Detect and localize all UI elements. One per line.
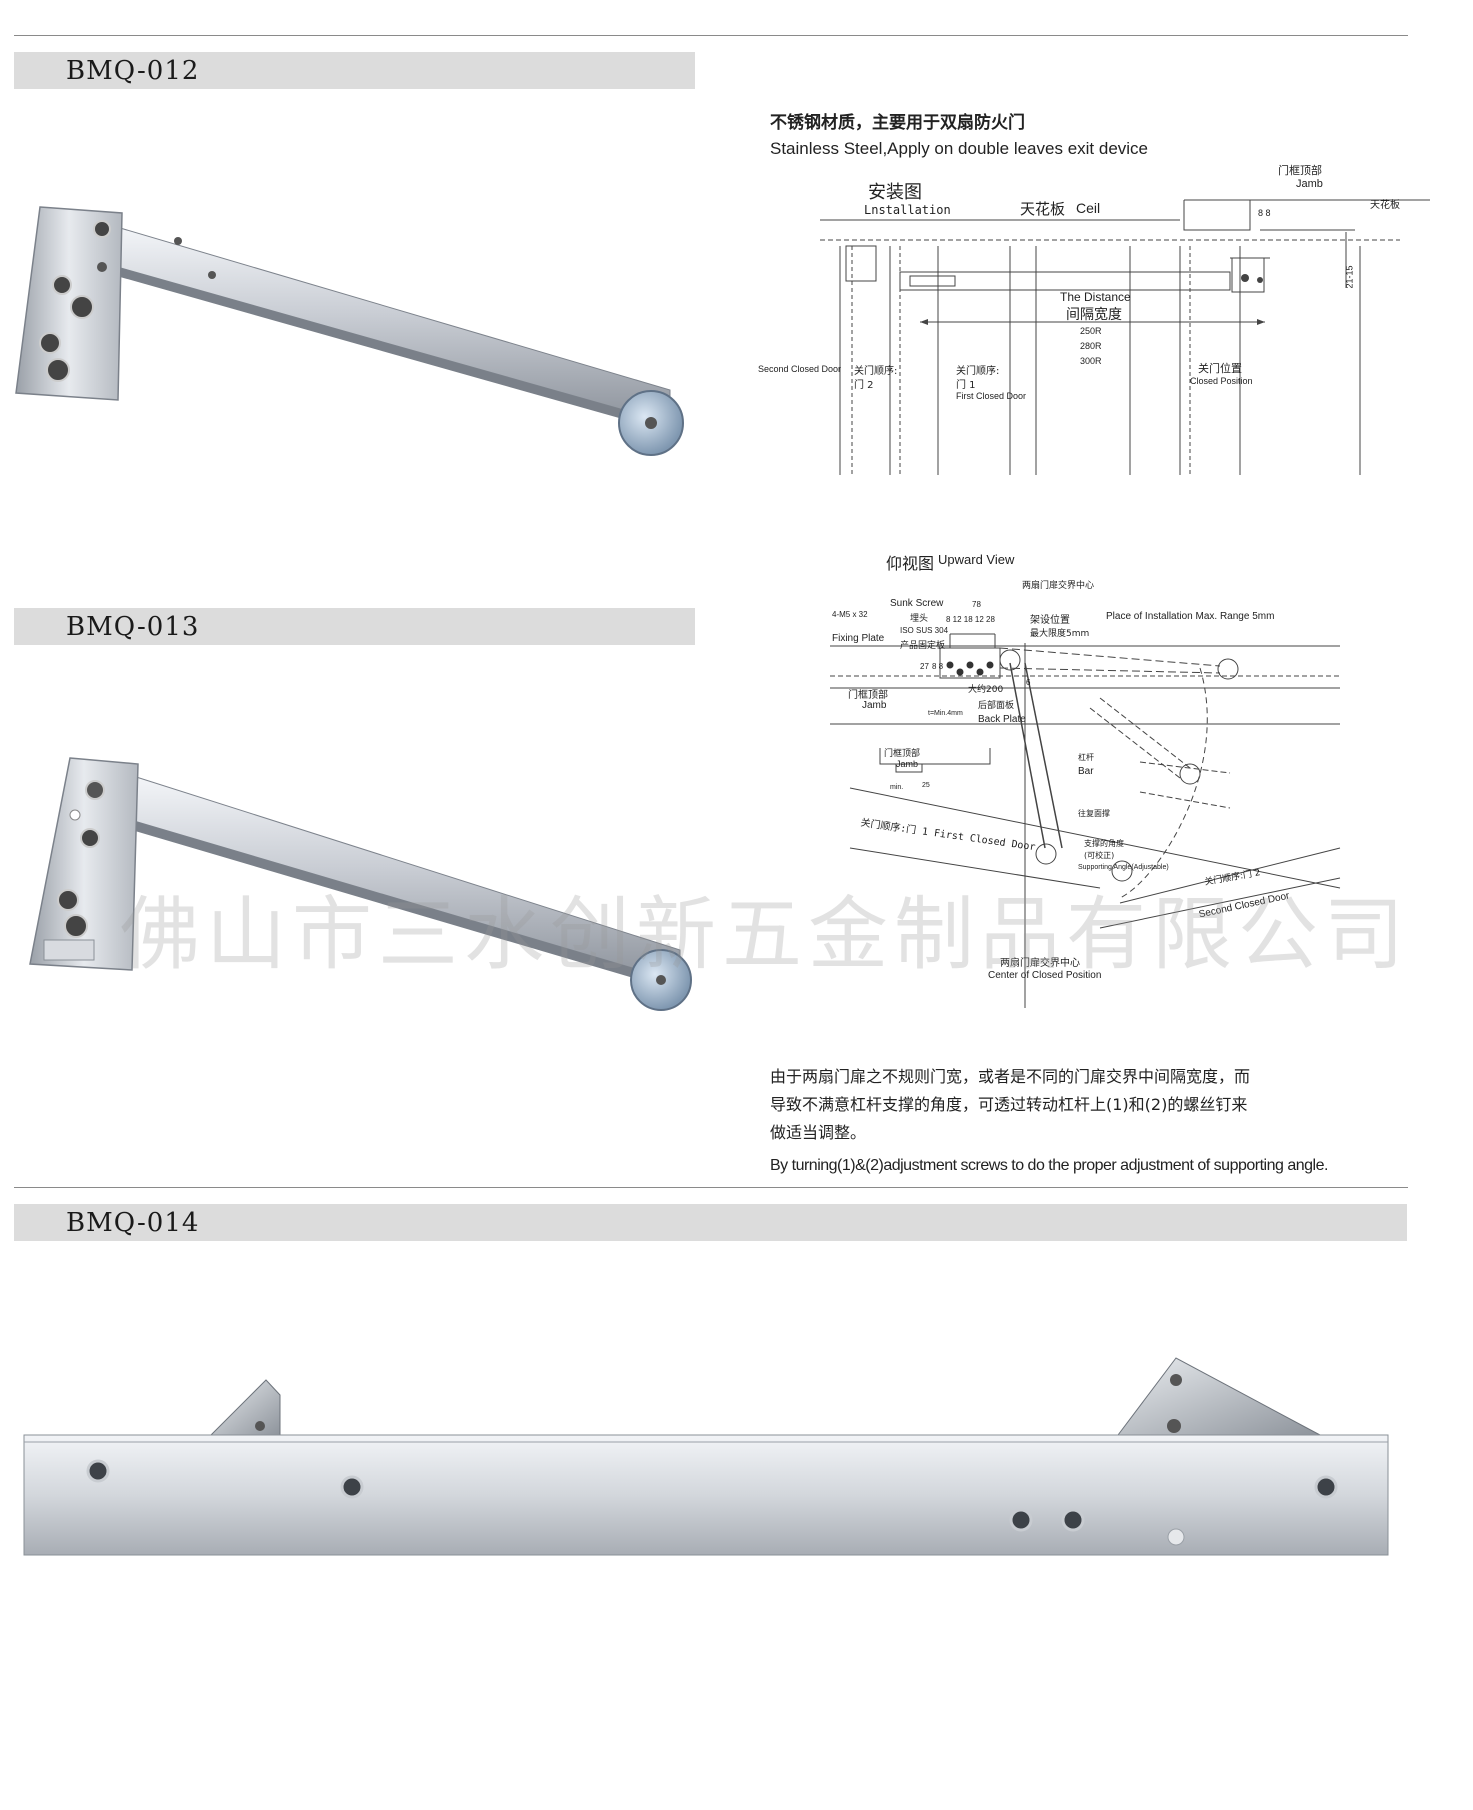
note-zh-line2: 导致不满意杠杆支撑的角度，可透过转动杠杆上(1)和(2)的螺丝钉来 [770,1095,1248,1114]
install-first-closed: First Closed Door [956,391,1027,401]
upward-center-zh: 两扇门扉交界中心 [1000,958,1080,969]
install-d3: 300R [1080,356,1102,366]
install-title-en: Lnstallation [864,203,951,217]
adjustment-note-en: By turning(1)&(2)adjustment screws to do… [770,1157,1328,1174]
install-order1-zh: 关门顺序: [956,366,1000,377]
install-distance-zh: 间隔宽度 [1066,307,1122,323]
install-order2-zh: 关门顺序: [854,366,898,377]
upward-jamb-zh: 门框顶部 [848,690,888,701]
install-title-zh: 安装图 [868,182,922,203]
note-zh-line1: 由于两扇门扉之不规则门宽，或者是不同的门扉交界中间隔宽度，而 [770,1067,1251,1086]
upward-bar-zh: 杠杆 [1078,753,1094,762]
installation-drawing [820,199,1430,475]
upward-sunk-screw: Sunk Screw [890,598,944,609]
upward-back-en: Back Plate [978,714,1026,725]
upward-dim78: 78 [972,600,981,609]
upward-title-zh: 仰视图 [886,554,935,573]
upward-back-zh: 后部面板 [978,701,1015,711]
section-bar-bmq013: BMQ-013 [14,608,695,645]
install-closed-pos-zh: 关门位置 [1198,362,1242,375]
upward-support-zh: 支撑的角度 [1084,839,1124,848]
spec-zh: 不锈钢材质，主要用于双扇防火门 [770,113,1025,133]
upward-iso: ISO SUS 304 [900,626,949,635]
section-title-bmq012: BMQ-012 [66,56,200,86]
upward-support-zh2: (可校正) [1084,851,1115,860]
upward-sunk-zh: 埋头 [910,614,929,624]
install-order1-door: 门 1 [956,380,976,391]
installation-diagram: 安装图 Lnstallation 天花板 Ceil 门框顶部 Jamb 天花板 … [740,160,1440,480]
upward-place-zh: 架设位置 [1030,615,1070,626]
upward-bar-en: Bar [1078,766,1094,777]
upward-dim27: 27 [920,662,929,671]
upward-jamb-en: Jamb [862,700,887,711]
section-bar-bmq014: BMQ-014 [14,1204,1407,1241]
top-rule [14,35,1408,36]
install-order2-door: 门 2 [854,380,874,391]
install-closed-pos-en: Closed Position [1190,376,1253,386]
upward-min: min. [890,784,904,791]
install-d1: 250R [1080,326,1102,336]
upward-place-en: Place of Installation Max. Range 5mm [1106,611,1275,622]
upward-roller-zh: 往复面撑 [1078,809,1110,818]
install-dim-88: 8 8 [1258,208,1271,218]
install-ceil-zh: 天花板 [1020,200,1066,218]
section-title-bmq013: BMQ-013 [66,612,200,642]
install-dim-2115: 21-15 [1344,265,1355,289]
install-jamb-zh: 门框顶部 [1278,164,1322,177]
upward-dim88: 8 8 [932,662,944,671]
adjustment-note-zh: 由于两扇门扉之不规则门宽，或者是不同的门扉交界中间隔宽度，而 导致不满意杠杆支撑… [770,1063,1250,1147]
install-d2: 280R [1080,341,1102,351]
upward-center-top: 两扇门扉交界中心 [1022,581,1095,591]
product-image-bmq013 [29,757,692,1011]
upward-approx200: 大约200 [968,685,1004,695]
note-zh-line3: 做适当调整。 [770,1123,867,1142]
upward-support-en: Supporting Angle(Adjustable) [1078,864,1169,871]
install-ceil-en: Ceil [1076,200,1101,216]
section-title-bmq014: BMQ-014 [66,1208,200,1238]
upward-m5: 4-M5 x 32 [832,610,868,619]
upward-fixing-zh: 产品固定板 [900,641,946,651]
upward-center-en: Center of Closed Position [988,970,1102,981]
product-image-bmq014 [23,1357,1389,1556]
upward-view-diagram: 仰视图 Upward View 两扇门扉交界中心 Sunk Screw 埋头 4… [800,548,1360,1008]
upward-dim25: 25 [922,782,930,789]
install-distance-en: The Distance [1060,290,1131,304]
upward-view-drawing [830,633,1341,1008]
product-image-bmq012 [15,206,684,456]
upward-jamb2-en: Jamb [896,759,919,769]
install-ceil-right: 天花板 [1370,200,1400,211]
install-jamb-en: Jamb [1296,178,1323,190]
upward-title-en: Upward View [938,552,1015,567]
upward-dim6: 6 [1026,678,1031,687]
install-second-closed: Second Closed Door [758,364,842,374]
upward-tmin: t=Min.4mm [928,710,963,717]
upward-dims: 8 12 18 12 28 [946,615,995,624]
upward-fixing-en: Fixing Plate [832,633,885,644]
section-bar-bmq012: BMQ-012 [14,52,695,89]
section-rule-bmq014 [14,1187,1408,1188]
upward-place-max-zh: 最大限度5mm [1030,629,1090,639]
watermark: 佛山市三水创新五金制品有限公司 [120,888,1410,981]
spec-en: Stainless Steel,Apply on double leaves e… [770,139,1149,158]
upward-jamb2-zh: 门框顶部 [884,749,921,759]
